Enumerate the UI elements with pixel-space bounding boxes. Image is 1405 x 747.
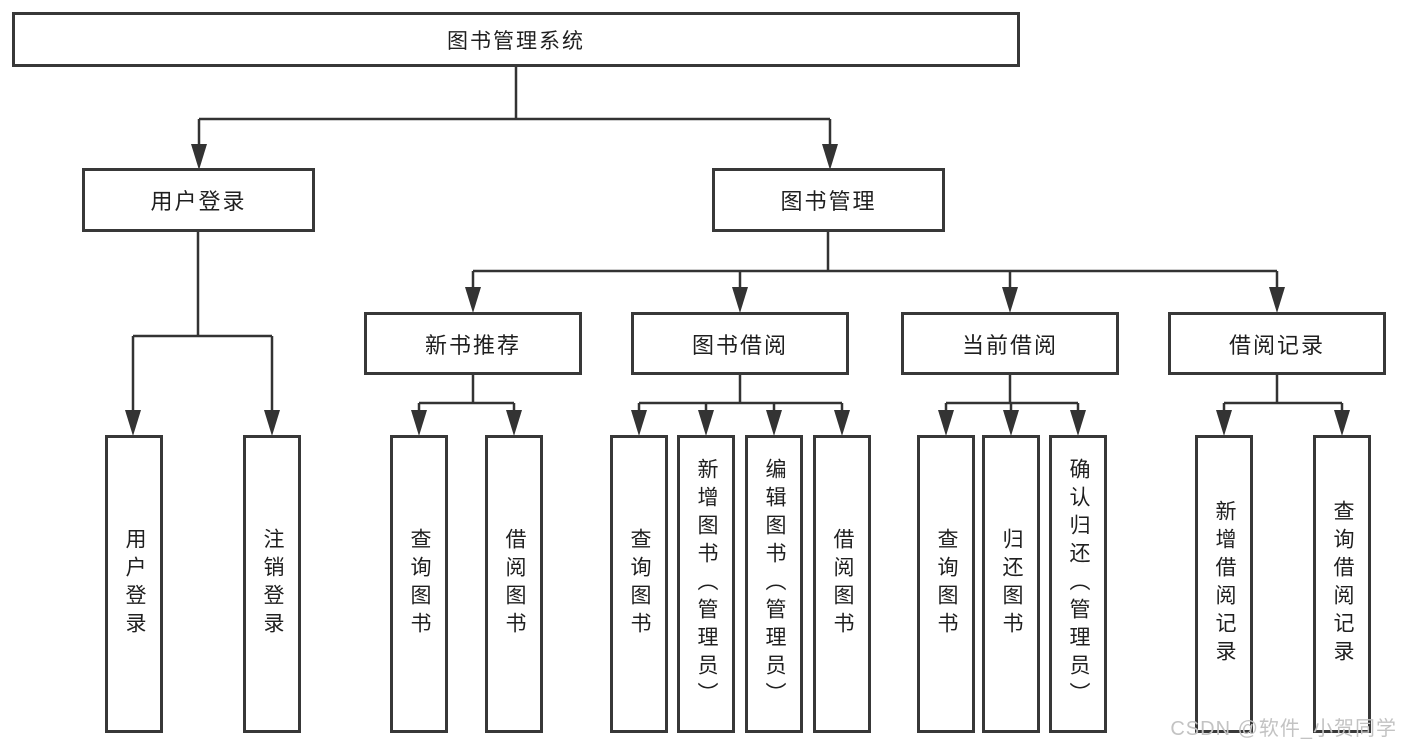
- leaf-label: 查询借阅记录: [1331, 500, 1354, 668]
- leaf-label: 注销登录: [261, 528, 284, 640]
- connector-userlogin-split: [131, 232, 274, 414]
- arrowhead-icon: [822, 144, 838, 170]
- node-user-login: 用户登录: [82, 168, 315, 232]
- csdn-watermark: CSDN @软件_小贺同学: [1170, 718, 1397, 740]
- leaf-label: 新增借阅记录: [1213, 500, 1236, 668]
- arrowhead-icon: [125, 410, 141, 436]
- leaf-borrow-books-recommend: 借阅图书: [485, 435, 543, 733]
- node-book-borrow: 图书借阅: [631, 312, 849, 375]
- leaf-label: 归还图书: [1000, 528, 1023, 640]
- leaf-label: 查询图书: [628, 528, 651, 640]
- leaf-query-books-current: 查询图书: [917, 435, 975, 733]
- arrowhead-icon: [1334, 410, 1350, 436]
- leaf-label: 用户登录: [123, 528, 146, 640]
- leaf-label: 确认归还（管理员）: [1067, 458, 1090, 710]
- arrowhead-icon: [698, 410, 714, 436]
- leaf-add-book-admin: 新增图书（管理员）: [677, 435, 735, 733]
- leaf-return-book: 归还图书: [982, 435, 1040, 733]
- arrowhead-icon: [766, 410, 782, 436]
- leaf-query-borrow-record: 查询借阅记录: [1313, 435, 1371, 733]
- leaf-user-login: 用户登录: [105, 435, 163, 733]
- arrowheads: [125, 144, 1350, 436]
- connector-newbook-split: [417, 375, 516, 414]
- node-current-borrow: 当前借阅: [901, 312, 1119, 375]
- leaf-label: 查询图书: [408, 528, 431, 640]
- arrowhead-icon: [1070, 410, 1086, 436]
- connector-root-split: [197, 67, 832, 148]
- connector-borrow-split: [637, 375, 844, 414]
- arrowhead-icon: [1216, 410, 1232, 436]
- arrowhead-icon: [938, 410, 954, 436]
- node-borrow-record: 借阅记录: [1168, 312, 1386, 375]
- arrowhead-icon: [506, 410, 522, 436]
- arrowhead-icon: [834, 410, 850, 436]
- arrowhead-icon: [191, 144, 207, 170]
- leaf-label: 新增图书（管理员）: [695, 458, 718, 710]
- arrowhead-icon: [1002, 287, 1018, 313]
- leaf-edit-book-admin: 编辑图书（管理员）: [745, 435, 803, 733]
- leaf-query-books-recommend: 查询图书: [390, 435, 448, 733]
- leaf-label: 借阅图书: [503, 528, 526, 640]
- node-new-book-recommend: 新书推荐: [364, 312, 582, 375]
- leaf-logout: 注销登录: [243, 435, 301, 733]
- leaf-label: 查询图书: [935, 528, 958, 640]
- leaf-label: 编辑图书（管理员）: [763, 458, 786, 710]
- leaf-label: 借阅图书: [831, 528, 854, 640]
- arrowhead-icon: [732, 287, 748, 313]
- leaf-add-borrow-record: 新增借阅记录: [1195, 435, 1253, 733]
- arrowhead-icon: [1003, 410, 1019, 436]
- arrowhead-icon: [465, 287, 481, 313]
- leaf-query-books-borrow: 查询图书: [610, 435, 668, 733]
- connector-current-split: [944, 375, 1080, 414]
- connector-record-split: [1222, 375, 1344, 414]
- node-root-system: 图书管理系统: [12, 12, 1020, 67]
- leaf-confirm-return-admin: 确认归还（管理员）: [1049, 435, 1107, 733]
- arrowhead-icon: [631, 410, 647, 436]
- leaf-borrow-books: 借阅图书: [813, 435, 871, 733]
- arrowhead-icon: [411, 410, 427, 436]
- connector-bookmgmt-split: [471, 232, 1279, 291]
- connector-lines: [131, 67, 1344, 414]
- arrowhead-icon: [264, 410, 280, 436]
- node-book-management: 图书管理: [712, 168, 945, 232]
- arrowhead-icon: [1269, 287, 1285, 313]
